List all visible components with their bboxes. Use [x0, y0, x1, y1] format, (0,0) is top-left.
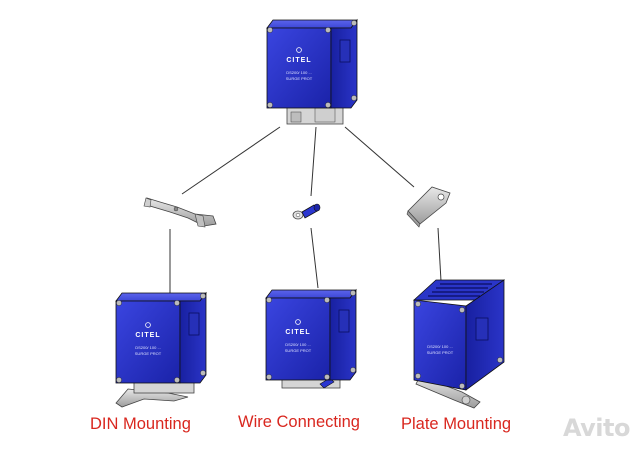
line-wire-down: [310, 227, 319, 289]
caption-plate-mounting: Plate Mounting: [401, 415, 512, 433]
line-to-wire-lug: [310, 126, 317, 197]
caption-wire-connecting: Wire Connecting: [238, 413, 360, 431]
caption-din-mounting: DIN Mounting: [90, 415, 191, 433]
device-brand: CITEL: [286, 57, 311, 64]
device-label-2: SURGE PROT: [135, 351, 162, 356]
device-label-1: DS200/ 100 ...: [135, 345, 161, 350]
connector-lines: [169, 126, 442, 294]
device-label-2: SURGE PROT: [286, 76, 313, 81]
line-to-din-bracket: [181, 126, 281, 195]
device-din-mounted: CITEL DS200/ 100 ... SURGE PROT: [115, 291, 207, 408]
device-label-1: DS200/ 100 ...: [286, 70, 312, 75]
wire-lug-icon: [292, 203, 321, 220]
device-label-1: DS200/ 100 ...: [285, 342, 311, 347]
device-wire-connected: CITEL DS200/ 100 ... SURGE PROT: [265, 288, 357, 389]
device-side-face: [330, 18, 358, 109]
device-top: CITEL DS200/ 100 ... SURGE PROT: [266, 18, 358, 125]
device-top-face: [266, 19, 358, 29]
din-bracket-icon: [143, 197, 217, 228]
device-plate-mounted: DS200/ 100 ... SURGE PROT: [412, 279, 506, 409]
device-brand: CITEL: [285, 329, 310, 336]
device-label-2: SURGE PROT: [285, 348, 312, 353]
watermark: Avito: [562, 414, 631, 442]
device-brand: CITEL: [135, 332, 160, 339]
device-label-2: SURGE PROT: [427, 350, 454, 355]
device-label-1: DS200/ 100 ...: [427, 344, 453, 349]
line-plate-down: [437, 227, 442, 282]
line-to-plate: [344, 126, 415, 188]
device-window: [339, 39, 351, 63]
mounting-plate-icon: [406, 186, 451, 228]
device-front-face: [266, 27, 332, 109]
